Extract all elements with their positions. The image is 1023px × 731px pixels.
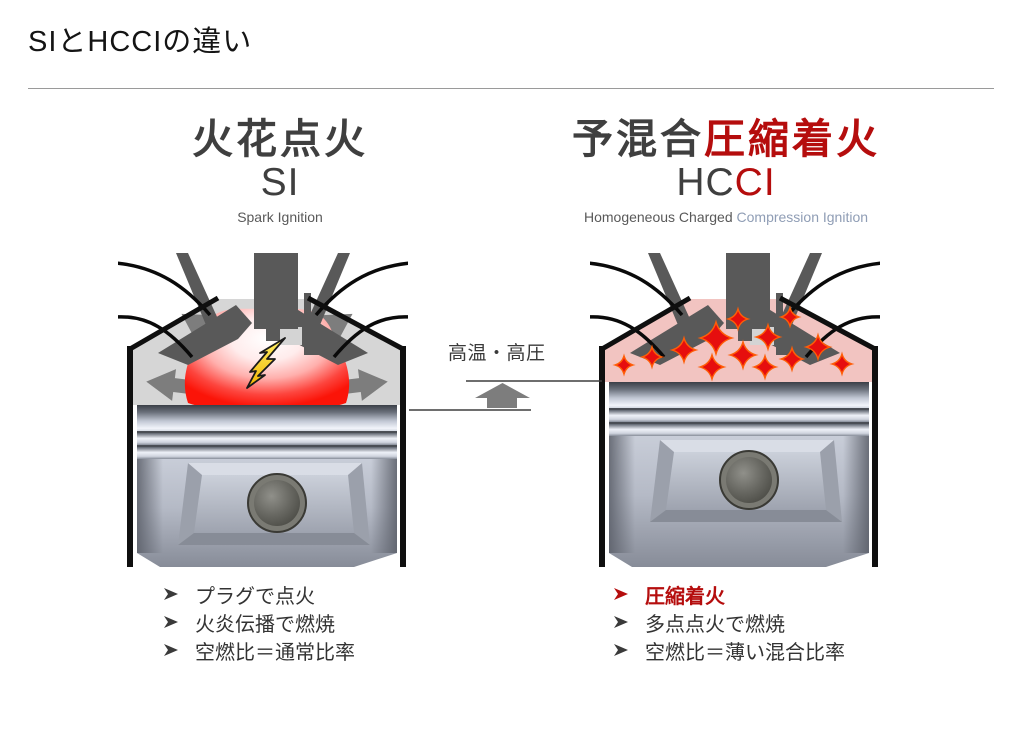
hcci-header: 予混合圧縮着火 HCCI Homogeneous Charged Compres…	[558, 116, 894, 225]
list-item: プラグで点火	[163, 580, 355, 608]
si-engine-diagram	[118, 253, 408, 567]
hcci-heading-prefix: 予混合	[572, 116, 704, 162]
list-item-label: 空燃比＝薄い混合比率	[645, 641, 845, 664]
si-bullet-list: プラグで点火 火炎伝播で燃焼 空燃比＝通常比率	[163, 580, 355, 664]
cylinder-walls	[599, 295, 878, 567]
ignition-star-icon	[612, 353, 636, 377]
hcci-subtitle: Homogeneous Charged Compression Ignition	[558, 209, 894, 225]
ignition-star-icon	[778, 345, 806, 373]
ignition-star-icon	[725, 306, 751, 332]
title-divider	[28, 88, 994, 89]
ignition-star-icon	[697, 319, 735, 357]
cylinder-walls	[127, 295, 406, 567]
arrowhead-bullet-icon	[164, 588, 178, 600]
arrowhead-bullet-icon	[164, 616, 178, 628]
list-item-label: 圧縮着火	[645, 585, 725, 608]
ignition-star-icon	[829, 351, 855, 377]
plug-electrode	[304, 293, 333, 355]
list-item-label: プラグで点火	[195, 585, 315, 608]
si-header: 火花点火 SI Spark Ignition	[115, 116, 445, 225]
arrowhead-bullet-icon	[164, 644, 178, 656]
hcci-heading-emphasis: 圧縮着火	[704, 116, 880, 162]
list-item-label: 空燃比＝通常比率	[195, 641, 355, 664]
hcci-subtitle-emphasis: Compression Ignition	[736, 209, 869, 226]
hcci-abbr-emphasis: CI	[734, 161, 776, 205]
hcci-abbr: HCCI	[558, 161, 894, 205]
hcci-engine-diagram	[590, 253, 880, 567]
intake-valve	[158, 305, 252, 365]
piston	[609, 382, 869, 567]
list-item: 圧縮着火	[613, 580, 845, 608]
ignition-star-icon	[727, 339, 759, 371]
up-arrow-icon	[475, 383, 530, 408]
spark-lightning-icon	[246, 337, 286, 389]
page-title: SIとHCCIの違い	[28, 26, 253, 58]
ignition-star-icon	[751, 353, 779, 381]
list-item: 火炎伝播で燃焼	[163, 608, 355, 636]
spark-plug	[254, 253, 298, 329]
si-heading-jp: 火花点火	[192, 116, 368, 162]
list-item: 多点点火で燃焼	[613, 608, 845, 636]
plug-electrode	[776, 293, 805, 355]
si-abbr: SI	[260, 161, 300, 205]
arrowhead-bullet-icon	[614, 644, 628, 656]
hcci-bullet-list: 圧縮着火 多点点火で燃焼 空燃比＝薄い混合比率	[613, 580, 845, 664]
ignition-stars	[612, 305, 855, 382]
compression-label: 高温・高圧	[448, 343, 546, 364]
list-item-label: 火炎伝播で燃焼	[195, 613, 335, 636]
ignition-star-icon	[803, 332, 833, 362]
list-item: 空燃比＝薄い混合比率	[613, 636, 845, 664]
ignition-star-icon	[669, 335, 699, 365]
piston	[137, 405, 397, 567]
arrowhead-bullet-icon	[614, 588, 628, 600]
list-item: 空燃比＝通常比率	[163, 636, 355, 664]
arrowhead-bullet-icon	[614, 616, 628, 628]
si-subtitle: Spark Ignition	[237, 209, 323, 226]
ignition-star-icon	[778, 305, 802, 329]
list-item-label: 多点点火で燃焼	[645, 613, 785, 636]
hcci-abbr-prefix: HC	[676, 161, 735, 205]
ignition-star-icon	[639, 344, 665, 370]
hcci-subtitle-prefix: Homogeneous Charged	[583, 209, 737, 226]
hcci-heading-jp: 予混合圧縮着火	[558, 116, 894, 163]
compression-arrow	[409, 380, 602, 411]
ignition-star-icon	[697, 352, 727, 382]
ignition-star-icon	[753, 322, 783, 352]
